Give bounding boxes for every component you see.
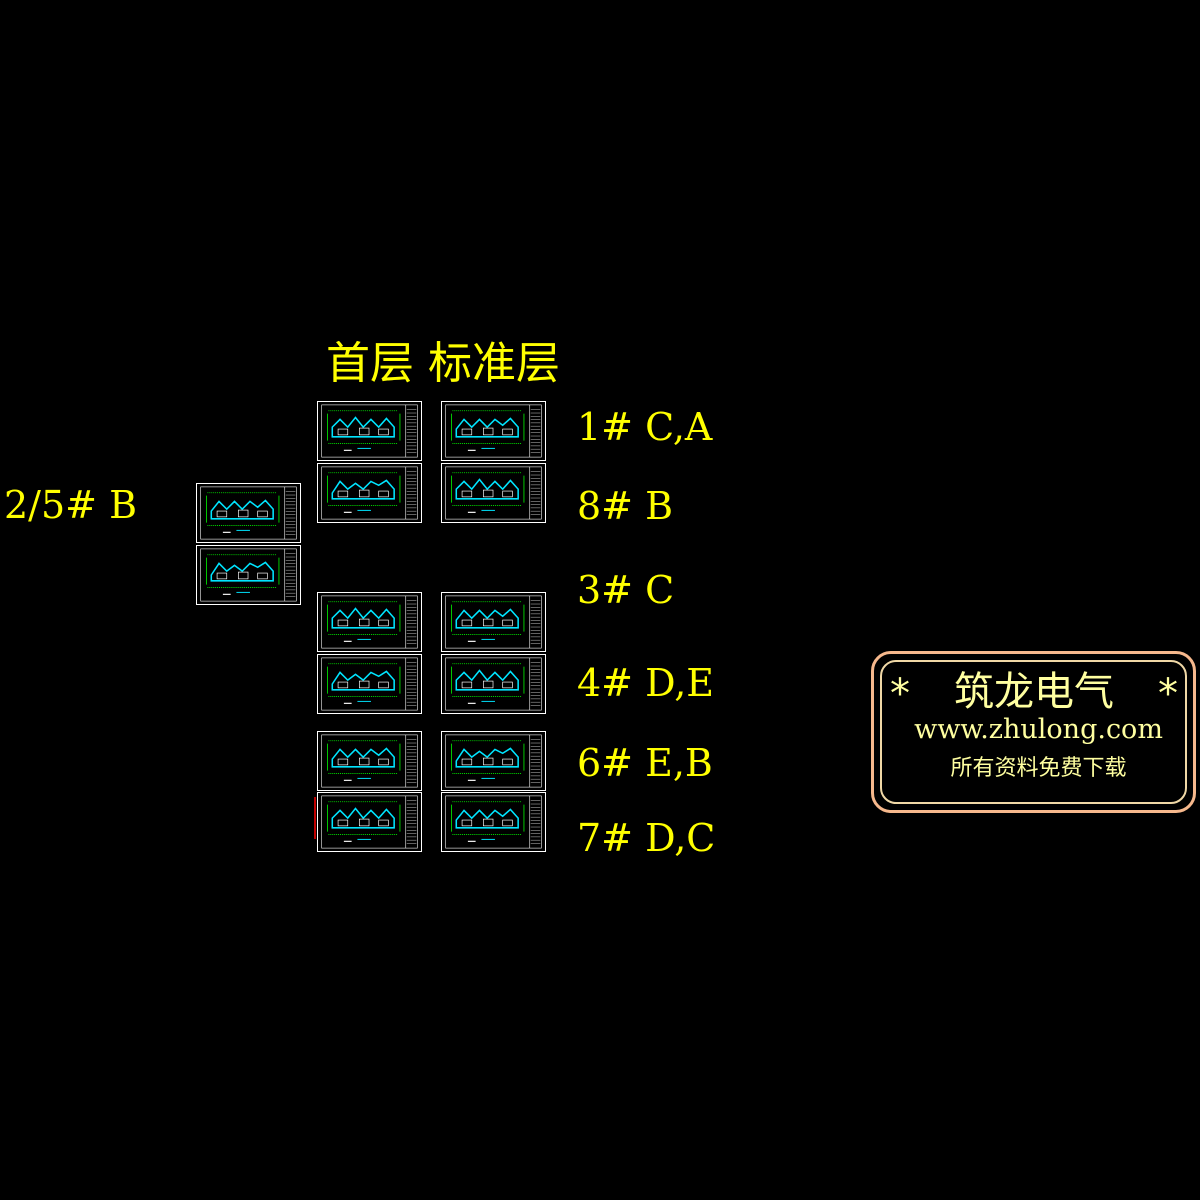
floor-plan-thumbnail [321, 795, 418, 849]
floor-plan-thumbnail [445, 795, 542, 849]
drawing-sheet-8-ground[interactable] [317, 463, 422, 523]
floor-plan-thumbnail [445, 734, 542, 788]
drawing-sheet-3-standard[interactable] [441, 592, 546, 652]
floor-plan-thumbnail [321, 734, 418, 788]
drawing-sheet-6-ground[interactable] [317, 731, 422, 791]
floor-plan-thumbnail [321, 466, 418, 520]
floor-plan-thumbnail [445, 404, 542, 458]
drawing-sheet-1-standard[interactable] [441, 401, 546, 461]
floor-plan-thumbnail [445, 466, 542, 520]
floor-plan-thumbnail [200, 486, 297, 540]
floor-plan-thumbnail [321, 657, 418, 711]
building-label-1: 1# C,A [577, 405, 713, 449]
drawing-sheet-2-5-b[interactable] [196, 545, 301, 605]
drawing-sheet-7-ground[interactable] [317, 792, 422, 852]
stamp-title: 筑龙电气 [954, 669, 1114, 715]
floor-plan-thumbnail [445, 657, 542, 711]
drawing-sheet-1-ground[interactable] [317, 401, 422, 461]
floor-plan-thumbnail [445, 595, 542, 649]
building-label-8: 8# B [577, 484, 674, 528]
drawing-sheet-8-standard[interactable] [441, 463, 546, 523]
floor-plan-thumbnail [321, 595, 418, 649]
drawing-sheet-3-ground[interactable] [317, 592, 422, 652]
star-left-icon: * [890, 671, 910, 717]
drawing-sheet-6-standard[interactable] [441, 731, 546, 791]
stamp-url: www.zhulong.com [914, 714, 1163, 745]
floor-plan-thumbnail [321, 404, 418, 458]
zhulong-logo-stamp: * 筑龙电气 * www.zhulong.com 所有资料免费下载 [871, 651, 1196, 813]
drawing-sheet-4-ground[interactable] [317, 654, 422, 714]
column-header: 首层 标准层 [326, 338, 560, 389]
red-marker-line [314, 797, 316, 839]
drawing-sheet-2-5-a[interactable] [196, 483, 301, 543]
drawing-sheet-4-standard[interactable] [441, 654, 546, 714]
building-label-6: 6# E,B [577, 741, 713, 785]
building-label-3: 3# C [577, 568, 675, 612]
floor-plan-thumbnail [200, 548, 297, 602]
drawing-sheet-7-standard[interactable] [441, 792, 546, 852]
stamp-inner-border: * 筑龙电气 * www.zhulong.com 所有资料免费下载 [880, 660, 1187, 804]
building-label-2-5: 2/5# B [4, 483, 137, 527]
building-label-4: 4# D,E [577, 661, 715, 705]
star-right-icon: * [1158, 671, 1178, 717]
building-label-7: 7# D,C [577, 816, 716, 860]
stamp-note: 所有资料免费下载 [950, 756, 1127, 781]
